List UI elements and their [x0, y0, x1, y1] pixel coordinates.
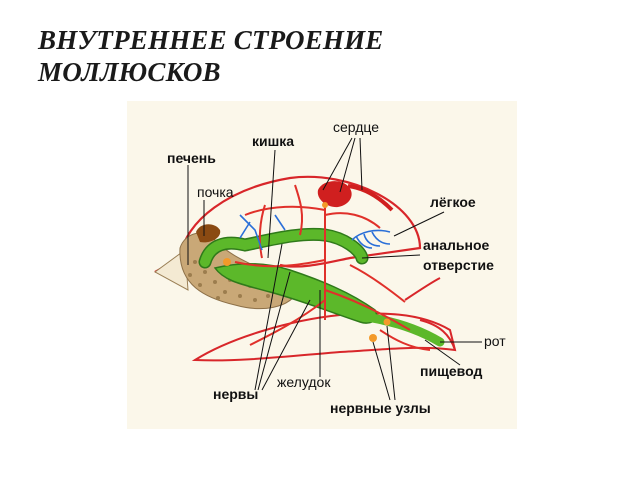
label-liver: печень: [167, 150, 216, 166]
label-anal-line1: анальное: [423, 237, 490, 253]
pointer-lines: [187, 137, 482, 401]
label-intestine: кишка: [252, 133, 294, 149]
head-tentacle: [404, 277, 456, 351]
intestine-fill: [200, 229, 367, 267]
foot-outline: [191, 312, 457, 362]
label-ganglia: нервные узлы: [330, 400, 431, 416]
title-line-1: ВНУТРЕННЕЕ СТРОЕНИЕ: [38, 25, 384, 55]
esophagus: [367, 313, 445, 347]
shell-outline: [154, 175, 422, 273]
heart: [317, 181, 352, 208]
label-esophagus: пищевод: [420, 363, 482, 379]
label-mouth: рот: [484, 333, 506, 349]
label-lung: лёгкое: [430, 194, 476, 210]
veins: [239, 214, 391, 251]
label-stomach: желудок: [277, 374, 331, 390]
title-line-2: МОЛЛЮСКОВ: [38, 57, 221, 87]
heart-ventricle: [347, 184, 394, 212]
label-nerves: нервы: [213, 386, 258, 402]
blood-vessels: [234, 184, 431, 351]
nerve-ganglia: [223, 202, 391, 342]
page-title: ВНУТРЕННЕЕ СТРОЕНИЕ МОЛЛЮСКОВ: [38, 24, 384, 88]
kidney: [196, 224, 221, 243]
label-anal-line2: отверстие: [423, 257, 494, 273]
label-kidney: почка: [197, 184, 234, 200]
label-heart: сердце: [333, 119, 379, 135]
